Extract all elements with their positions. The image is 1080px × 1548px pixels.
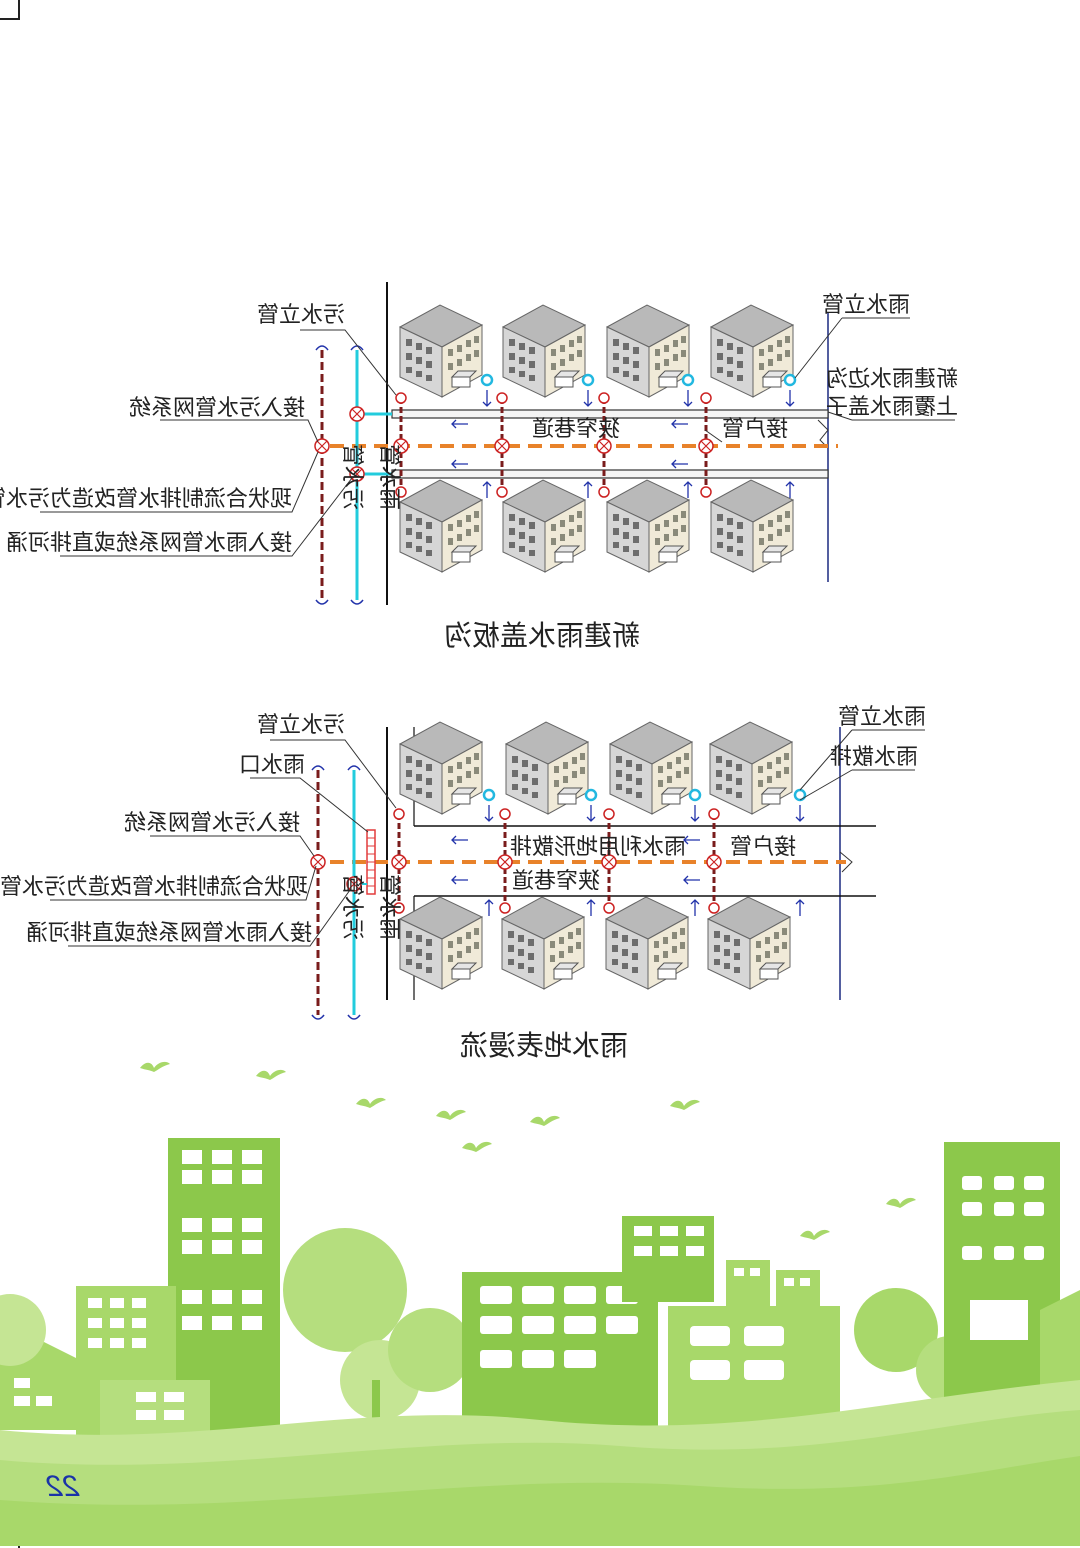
building-icon [502, 304, 586, 398]
label-new-cover-ditch-2: 上覆雨水盖子 [826, 395, 958, 420]
tree-icon [283, 1228, 407, 1352]
label-rain-pipe-vertical: 雨水管 [376, 444, 401, 510]
label-new-cover-ditch-1: 新建雨水边沟 [826, 367, 958, 392]
riser-icon [496, 392, 508, 404]
riser-icon [496, 486, 508, 498]
label-rain-riser-2: 雨水立管 [838, 705, 926, 730]
label-rain-dispersed: 雨水散排 [830, 745, 918, 770]
building-icon [606, 479, 690, 573]
building-icon [605, 896, 689, 990]
label-sewage-riser: 污水立管 [257, 303, 345, 328]
building-icon [710, 479, 794, 573]
building-icon [609, 721, 693, 815]
label-existing-combined-pipe: 现状合流制排水管改造为污水管 [0, 487, 292, 512]
label-rain-pipe-vertical-2: 雨水管 [376, 874, 401, 940]
bird-icon [530, 1115, 560, 1126]
bird-icon [462, 1141, 492, 1152]
tree-icon [854, 1288, 938, 1372]
label-house-connection: 接户管 [722, 417, 788, 442]
bird-icon [800, 1229, 830, 1240]
label-rain-riser: 雨水立管 [822, 293, 910, 318]
label-to-rain-network: 接入雨水管网系统或直排河涌 [6, 531, 292, 556]
riser-icon [700, 392, 712, 404]
building-icon [606, 304, 690, 398]
label-to-sewage-network: 接入污水管网系统 [129, 396, 305, 421]
bird-icon [670, 1099, 700, 1110]
label-narrow-lane-2: 狭窄巷道 [512, 869, 600, 894]
caption-diagram-2: 雨水地表漫流 [460, 1029, 628, 1062]
label-sewage-riser-2: 污水立管 [257, 713, 345, 738]
label-sewage-pipe-vertical: 污水管 [339, 444, 364, 510]
building-icon [399, 896, 483, 990]
building-icon [709, 721, 793, 815]
riser-icon [700, 486, 712, 498]
diagram-cover-ditch [40, 282, 955, 605]
bird-icon [886, 1197, 916, 1208]
bird-icon [140, 1061, 170, 1072]
caption-diagram-1: 新建雨水盖板沟 [444, 619, 640, 652]
building-icon [505, 721, 589, 815]
label-surface-drainage: 雨水利用地形散排 [510, 835, 686, 860]
crop-mark-top-left [0, 0, 20, 20]
label-house-connection-2: 接户管 [730, 835, 796, 860]
riser-icon [598, 392, 610, 404]
building-icon [501, 896, 585, 990]
building-icon [399, 721, 483, 815]
label-narrow-lane: 狭窄巷道 [532, 417, 620, 442]
riser-icon [395, 486, 407, 498]
building-icon [399, 304, 483, 398]
label-to-sewage-network-2: 接入污水管网系统 [124, 811, 300, 836]
label-sewage-pipe-vertical-2: 污水管 [339, 874, 364, 940]
bird-icon [356, 1097, 386, 1108]
bird-icon [436, 1109, 466, 1120]
building-icon [502, 479, 586, 573]
riser-icon [395, 392, 407, 404]
bird-icon [256, 1069, 286, 1080]
label-to-rain-network-2: 接入雨水管网系统或直排河涌 [26, 921, 312, 946]
building-icon [399, 479, 483, 573]
city-background [0, 1061, 1080, 1546]
label-rain-inlet: 雨水口 [239, 753, 305, 778]
building-icon [710, 304, 794, 398]
riser-icon [598, 486, 610, 498]
page-number: 22 [46, 1470, 80, 1503]
building-icon [707, 896, 791, 990]
label-existing-combined-pipe-2: 现状合流制排水管改造为污水管 [0, 875, 308, 900]
diagram-surface-flow [50, 721, 925, 1020]
